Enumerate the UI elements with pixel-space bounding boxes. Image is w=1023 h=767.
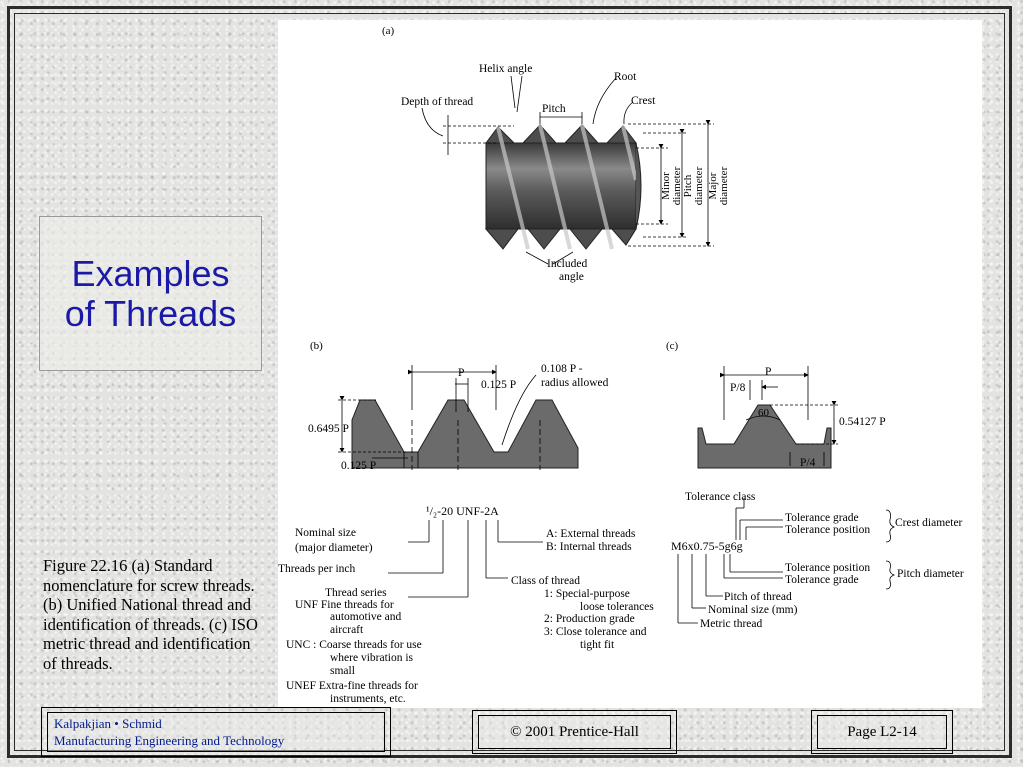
label-b: (b)	[310, 340, 323, 352]
unc-label-2: where vibration is	[330, 652, 414, 664]
footer-page-box: Page L2-14	[811, 710, 953, 754]
unef-label-2: instruments, etc.	[330, 693, 406, 705]
pitch-diameter-label-1: Pitch	[682, 174, 694, 197]
internal-threads-label: B: Internal threads	[546, 541, 632, 553]
part-b: (b)	[278, 340, 654, 705]
minor-diameter-label-2: diameter	[671, 166, 683, 205]
label-a: (a)	[382, 25, 395, 37]
bolt-drawing	[484, 124, 642, 250]
dimension-lines-a	[421, 75, 714, 265]
pitch-diameter-label-c: Pitch diameter	[897, 568, 964, 580]
unc-label-3: small	[330, 665, 355, 677]
p8-label: P/8	[730, 382, 746, 394]
nominal-size-label-2: (major diameter)	[295, 542, 373, 554]
footer-copyright-box: © 2001 Prentice-Hall	[472, 710, 677, 754]
angle-60-label: 60	[758, 407, 770, 419]
tolerance-position-label-1: Tolerance position	[785, 524, 870, 536]
tolerance-class-label: Tolerance class	[685, 491, 756, 503]
nominal-size-label-1: Nominal size	[295, 527, 356, 539]
root-label: Root	[614, 71, 637, 83]
slide-title: Examples of Threads	[64, 252, 237, 334]
title-box: Examples of Threads	[39, 216, 262, 371]
height-label-c: 0.54127 P	[839, 416, 886, 428]
tolerance-grade-label-2: Tolerance grade	[785, 574, 859, 586]
radius-label-2: radius allowed	[541, 377, 609, 389]
class-1-label-1: 1: Special-purpose	[544, 588, 630, 600]
minor-diameter-label-1: Minor	[660, 172, 672, 200]
designation-leaders-c	[677, 498, 896, 624]
slide-inner-border	[14, 13, 1005, 751]
unf-label-2: automotive and	[330, 611, 401, 623]
external-threads-label: A: External threads	[546, 528, 636, 540]
included-angle-label-1: Included	[547, 258, 587, 270]
thread-figure: (a)	[278, 25, 964, 705]
unf-label-3: aircraft	[330, 624, 364, 636]
helix-angle-label: Helix angle	[479, 63, 532, 75]
unef-label-1: UNEF Extra-fine threads for	[286, 680, 418, 692]
dimension-lines-b	[338, 365, 541, 470]
tolerance-grade-label-1: Tolerance grade	[785, 512, 859, 524]
radius-label-1: 0.108 P -	[541, 363, 583, 375]
thread-series-label: Thread series	[325, 587, 387, 599]
figure-caption: Figure 22.16 (a) Standard nomenclature f…	[43, 556, 258, 673]
part-a: (a)	[382, 25, 730, 283]
designation-b: ¹/₂-20 UNF-2A	[426, 504, 499, 518]
class-3-label-1: 3: Close tolerance and	[544, 626, 647, 638]
tolerance-position-label-2: Tolerance position	[785, 562, 870, 574]
metric-thread-label: Metric thread	[700, 618, 763, 630]
footer-authors: Kalpakjian • Schmid	[54, 716, 162, 731]
threads-per-inch-label: Threads per inch	[278, 563, 356, 575]
dimension-lines-c	[720, 366, 838, 466]
height-label-b: 0.6495 P	[308, 423, 349, 435]
footer-copyright: © 2001 Prentice-Hall	[510, 723, 639, 740]
slide-outer-border	[7, 6, 1012, 758]
part-c: (c) P P/8 60	[666, 340, 964, 630]
class-3-label-2: tight fit	[580, 639, 615, 651]
depth-of-thread-label: Depth of thread	[401, 96, 473, 108]
designation-c: M6x0.75-5g6g	[671, 539, 743, 553]
class-of-thread-label: Class of thread	[511, 575, 580, 587]
p-label-c: P	[765, 366, 771, 378]
nominal-size-mm-label: Nominal size (mm)	[708, 604, 798, 616]
figure-panel: (a)	[278, 20, 982, 708]
footer-page-number: Page L2-14	[847, 723, 917, 740]
unc-label-1: UNC : Coarse threads for use	[286, 639, 422, 651]
footer-authors-box: Kalpakjian • Schmid Manufacturing Engine…	[41, 707, 391, 757]
class-1-label-2: loose tolerances	[580, 601, 654, 613]
root-flat-label-b: 0.125 P	[341, 460, 376, 472]
label-c: (c)	[666, 340, 679, 352]
major-diameter-label-2: diameter	[718, 166, 730, 205]
included-angle-label-2: angle	[559, 271, 584, 283]
crest-diameter-label: Crest diameter	[895, 517, 963, 529]
major-diameter-label-1: Major	[707, 172, 719, 199]
footer-book-title: Manufacturing Engineering and Technology	[54, 733, 285, 748]
pitch-of-thread-label: Pitch of thread	[724, 591, 792, 603]
pitch-label: Pitch	[542, 103, 566, 115]
p4-label: P/4	[800, 457, 816, 469]
p-label-b: P	[458, 367, 464, 379]
pitch-diameter-label-2: diameter	[693, 166, 705, 205]
p-0125-label-b: 0.125 P	[481, 379, 516, 391]
class-2-label: 2: Production grade	[544, 613, 635, 625]
designation-leaders-b	[388, 520, 543, 598]
crest-label: Crest	[631, 95, 656, 107]
unf-label-1: UNF Fine threads for	[295, 599, 394, 611]
